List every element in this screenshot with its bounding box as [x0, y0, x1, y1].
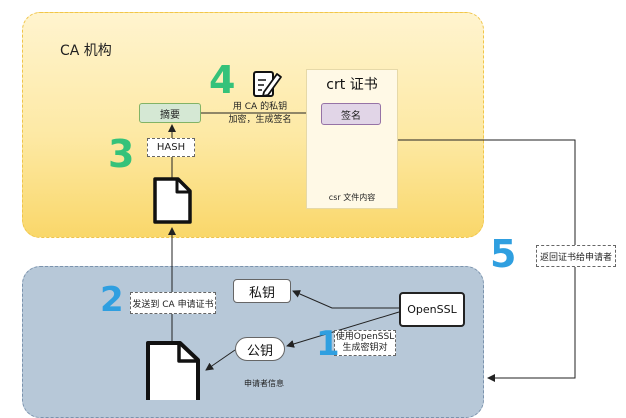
step-5-number: 5	[490, 232, 517, 276]
csr-label: csr 文件内容	[328, 193, 376, 202]
openssl-private-arrow	[292, 290, 399, 309]
hash-label: HASH	[147, 138, 195, 157]
crt-title: crt 证书	[326, 77, 378, 93]
edit-icon	[253, 71, 282, 97]
sign-note: 用 CA 的私钥 加密，生成签名	[222, 101, 298, 127]
generate-line2: 生成密钥对	[342, 343, 388, 353]
return-label: 返回证书给申请者	[536, 245, 616, 267]
applicant-document-icon	[146, 341, 200, 400]
ca-title: CA 机构	[60, 43, 112, 59]
signature-node: 签名	[321, 103, 381, 125]
sign-note-line2: 加密，生成签名	[228, 115, 292, 125]
step-3-number: 3	[108, 132, 135, 176]
step-4-number: 4	[209, 58, 236, 102]
ca-document-icon	[153, 177, 192, 224]
sign-note-line1: 用 CA 的私钥	[232, 102, 288, 112]
public-key-arrow	[205, 349, 236, 371]
public-key-node: 公钥	[235, 337, 285, 361]
applicant-info-label: 申请者信息	[244, 379, 284, 388]
openssl-public-arrow	[286, 311, 400, 348]
step-2-number: 2	[100, 280, 124, 320]
generate-line1: 使用OpenSSL	[335, 332, 395, 342]
openssl-node: OpenSSL	[399, 292, 465, 327]
crt-certificate	[306, 69, 398, 209]
send-label: 发送到 CA 申请证书	[130, 292, 216, 314]
step-1-number: 1	[316, 324, 340, 364]
generate-keypair-label: 使用OpenSSL 生成密钥对	[334, 330, 396, 356]
private-key-node: 私钥	[233, 279, 291, 303]
digest-node: 摘要	[139, 103, 201, 123]
ca-region	[22, 12, 484, 238]
